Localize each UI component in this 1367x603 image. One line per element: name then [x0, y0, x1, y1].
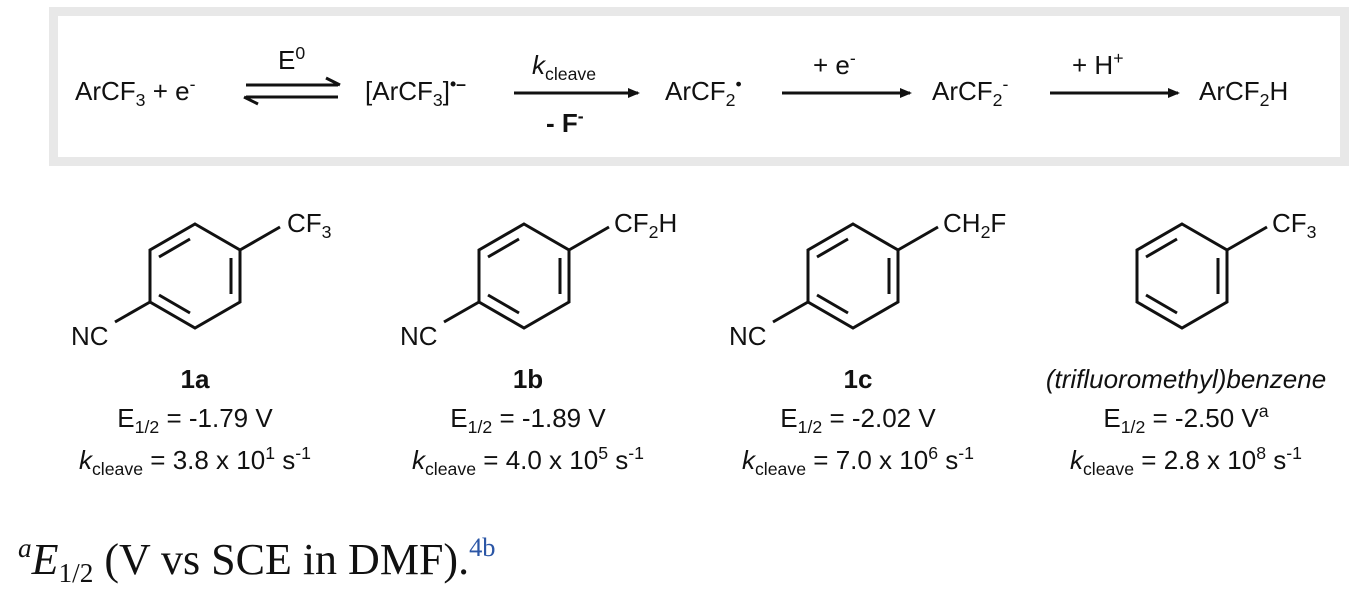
para-group-1b: NC — [400, 321, 438, 351]
add-electron-label: + e- — [813, 47, 856, 80]
species-arcf2-radical: ArCF2• — [665, 73, 742, 110]
compound-label-1a: 1a — [180, 364, 210, 394]
substituent-1a: CF3 — [287, 208, 332, 242]
k-cleave-1b: kcleave = 4.0 x 105 s-1 — [411, 442, 645, 479]
compound-label-1b: 1b — [512, 364, 544, 394]
k-cleave-1c: kcleave = 7.0 x 106 s-1 — [741, 442, 975, 479]
species-radical-anion: [ArCF3]•– — [365, 73, 466, 110]
species-arcf2h: ArCF2H — [1199, 76, 1289, 110]
species-arcf3-plus-e: ArCF3 + e- — [75, 73, 196, 110]
e-half-1a: E1/2 = -1.79 V — [117, 403, 273, 437]
reference-link[interactable]: 4b — [469, 531, 496, 562]
e-half-1c: E1/2 = -2.02 V — [780, 403, 936, 437]
benzene-ring-1b — [443, 222, 610, 330]
species-arcf2-anion: ArCF2- — [932, 73, 1009, 110]
para-group-1c: NC — [729, 321, 767, 351]
benzene-ring-1a — [114, 222, 281, 330]
k-cleave-tfmb: kcleave = 2.8 x 108 s-1 — [1069, 442, 1303, 479]
substituent-1c: CH2F — [943, 208, 1007, 242]
e-half-1b: E1/2 = -1.89 V — [450, 403, 606, 437]
benzene-ring-tfmb — [1135, 222, 1268, 330]
equilibrium-arrow — [243, 76, 341, 106]
k-cleave-1a: kcleave = 3.8 x 101 s-1 — [78, 442, 312, 479]
compound-label-tfmb: (trifluoromethyl)benzene — [1045, 364, 1327, 394]
substituent-tfmb: CF3 — [1272, 208, 1317, 242]
compound-label-1c: 1c — [843, 364, 873, 394]
minus-fluoride-label: - F- — [546, 105, 584, 138]
equilibrium-label: E0 — [278, 42, 306, 75]
e-half-tfmb: E1/2 = -2.50 Va — [1103, 400, 1269, 437]
benzene-ring-1c — [772, 222, 939, 330]
substituent-1b: CF2H — [614, 208, 678, 242]
footnote: aE1/2 (V vs SCE in DMF).4b — [18, 531, 496, 589]
para-group-1a: NC — [71, 321, 109, 351]
add-proton-label: + H+ — [1072, 47, 1124, 80]
k-cleave-label: kcleave — [532, 50, 597, 84]
footnote-mark: a — [18, 533, 32, 564]
